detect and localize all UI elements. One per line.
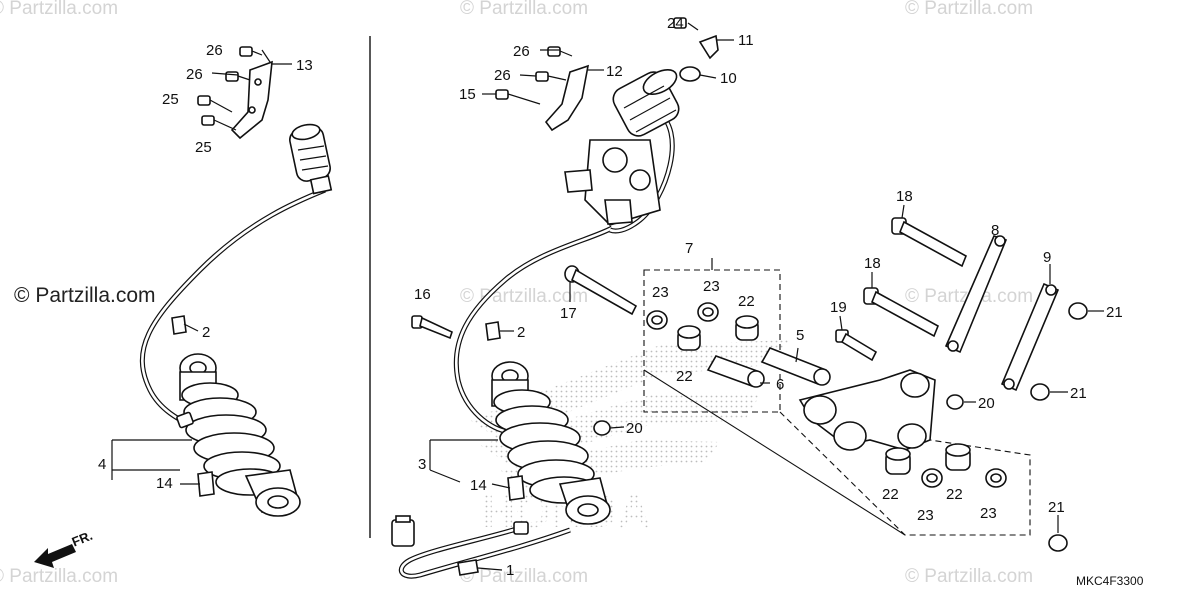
svg-text:© Partzilla.com: © Partzilla.com bbox=[460, 0, 588, 19]
linkage-assembly bbox=[643, 204, 1104, 552]
callout: 25 bbox=[162, 91, 179, 108]
callout: 8 bbox=[991, 222, 999, 239]
callout: 23 bbox=[652, 284, 669, 301]
callout: 21 bbox=[1048, 499, 1065, 516]
callout: 5 bbox=[796, 327, 804, 344]
callout: 20 bbox=[978, 395, 995, 412]
callout: 25 bbox=[195, 139, 212, 156]
shock-absorber-left bbox=[176, 353, 301, 517]
svg-text:© Partzilla.com: © Partzilla.com bbox=[460, 566, 588, 587]
svg-text:© Partzilla.com: © Partzilla.com bbox=[905, 0, 1033, 19]
watermarks: © Partzilla.com © Partzilla.com © Partzi… bbox=[0, 0, 1033, 587]
svg-text:© Partzilla.com: © Partzilla.com bbox=[0, 0, 118, 19]
clip-1 bbox=[457, 559, 479, 576]
rear-shock-assembly-left bbox=[111, 46, 333, 517]
band-14-left bbox=[197, 471, 215, 497]
callout: 26 bbox=[206, 42, 223, 59]
callout: 18 bbox=[896, 188, 913, 205]
callout: 19 bbox=[830, 299, 847, 316]
callout: 13 bbox=[296, 57, 313, 74]
connector bbox=[391, 519, 415, 547]
callout: 22 bbox=[676, 368, 693, 385]
callout: 4 bbox=[98, 456, 106, 473]
callout: 20 bbox=[626, 420, 643, 437]
callout: 21 bbox=[1070, 385, 1087, 402]
callout-numbers: 26 13 26 25 25 2 4 14 24 11 10 26 12 26 … bbox=[98, 15, 1123, 579]
clamp-11 bbox=[698, 34, 719, 60]
callout: 23 bbox=[703, 278, 720, 295]
svg-text:© Partzilla.com: © Partzilla.com bbox=[460, 286, 588, 307]
callout: 14 bbox=[156, 475, 173, 492]
callout: 23 bbox=[917, 507, 934, 524]
svg-text:© Partzilla.com: © Partzilla.com bbox=[0, 566, 118, 587]
callout: 26 bbox=[186, 66, 203, 83]
bracket-12 bbox=[544, 64, 590, 132]
callout: 14 bbox=[470, 477, 487, 494]
bolts-right bbox=[495, 46, 573, 105]
callout: 7 bbox=[685, 240, 693, 257]
watermark-main: © Partzilla.com bbox=[14, 284, 156, 307]
callout: 23 bbox=[980, 505, 997, 522]
callout: 12 bbox=[606, 63, 623, 80]
clip-2-right bbox=[485, 321, 501, 341]
callout: 2 bbox=[202, 324, 210, 341]
callout: 21 bbox=[1106, 304, 1123, 321]
bolt-17 bbox=[564, 265, 638, 316]
callout: 16 bbox=[414, 286, 431, 303]
bolt-16 bbox=[411, 315, 453, 340]
callout: 17 bbox=[560, 305, 577, 322]
rear-shock-assembly-right bbox=[391, 17, 734, 579]
nut-20-a bbox=[593, 420, 611, 436]
svg-text:FR.: FR. bbox=[70, 528, 95, 550]
callout: 15 bbox=[459, 86, 476, 103]
clip-2-left bbox=[171, 315, 187, 335]
callout: 3 bbox=[418, 456, 426, 473]
callout: 26 bbox=[494, 67, 511, 84]
shock-absorber-right bbox=[491, 361, 611, 535]
callout: 22 bbox=[738, 293, 755, 310]
callout: 11 bbox=[738, 32, 754, 49]
callout: 6 bbox=[776, 376, 784, 393]
grommet-10 bbox=[679, 66, 701, 82]
bracket-13 bbox=[230, 60, 273, 140]
callout: 22 bbox=[882, 486, 899, 503]
callout: 26 bbox=[513, 43, 530, 60]
callout: 2 bbox=[517, 324, 525, 341]
bolt-24 bbox=[673, 17, 687, 29]
callout: 10 bbox=[720, 70, 737, 87]
callout: 18 bbox=[864, 255, 881, 272]
diagram-code: MKC4F3300 bbox=[1076, 574, 1144, 588]
band-14-right bbox=[507, 475, 525, 501]
adjuster-motor-right bbox=[564, 68, 680, 226]
callout: 24 bbox=[667, 15, 684, 32]
adjuster-motor-left bbox=[289, 123, 333, 195]
callout: 22 bbox=[946, 486, 963, 503]
svg-text:© Partzilla.com: © Partzilla.com bbox=[905, 566, 1033, 587]
callout: 9 bbox=[1043, 249, 1051, 266]
callout: 1 bbox=[506, 562, 514, 579]
front-direction-arrow: FR. bbox=[34, 528, 95, 568]
